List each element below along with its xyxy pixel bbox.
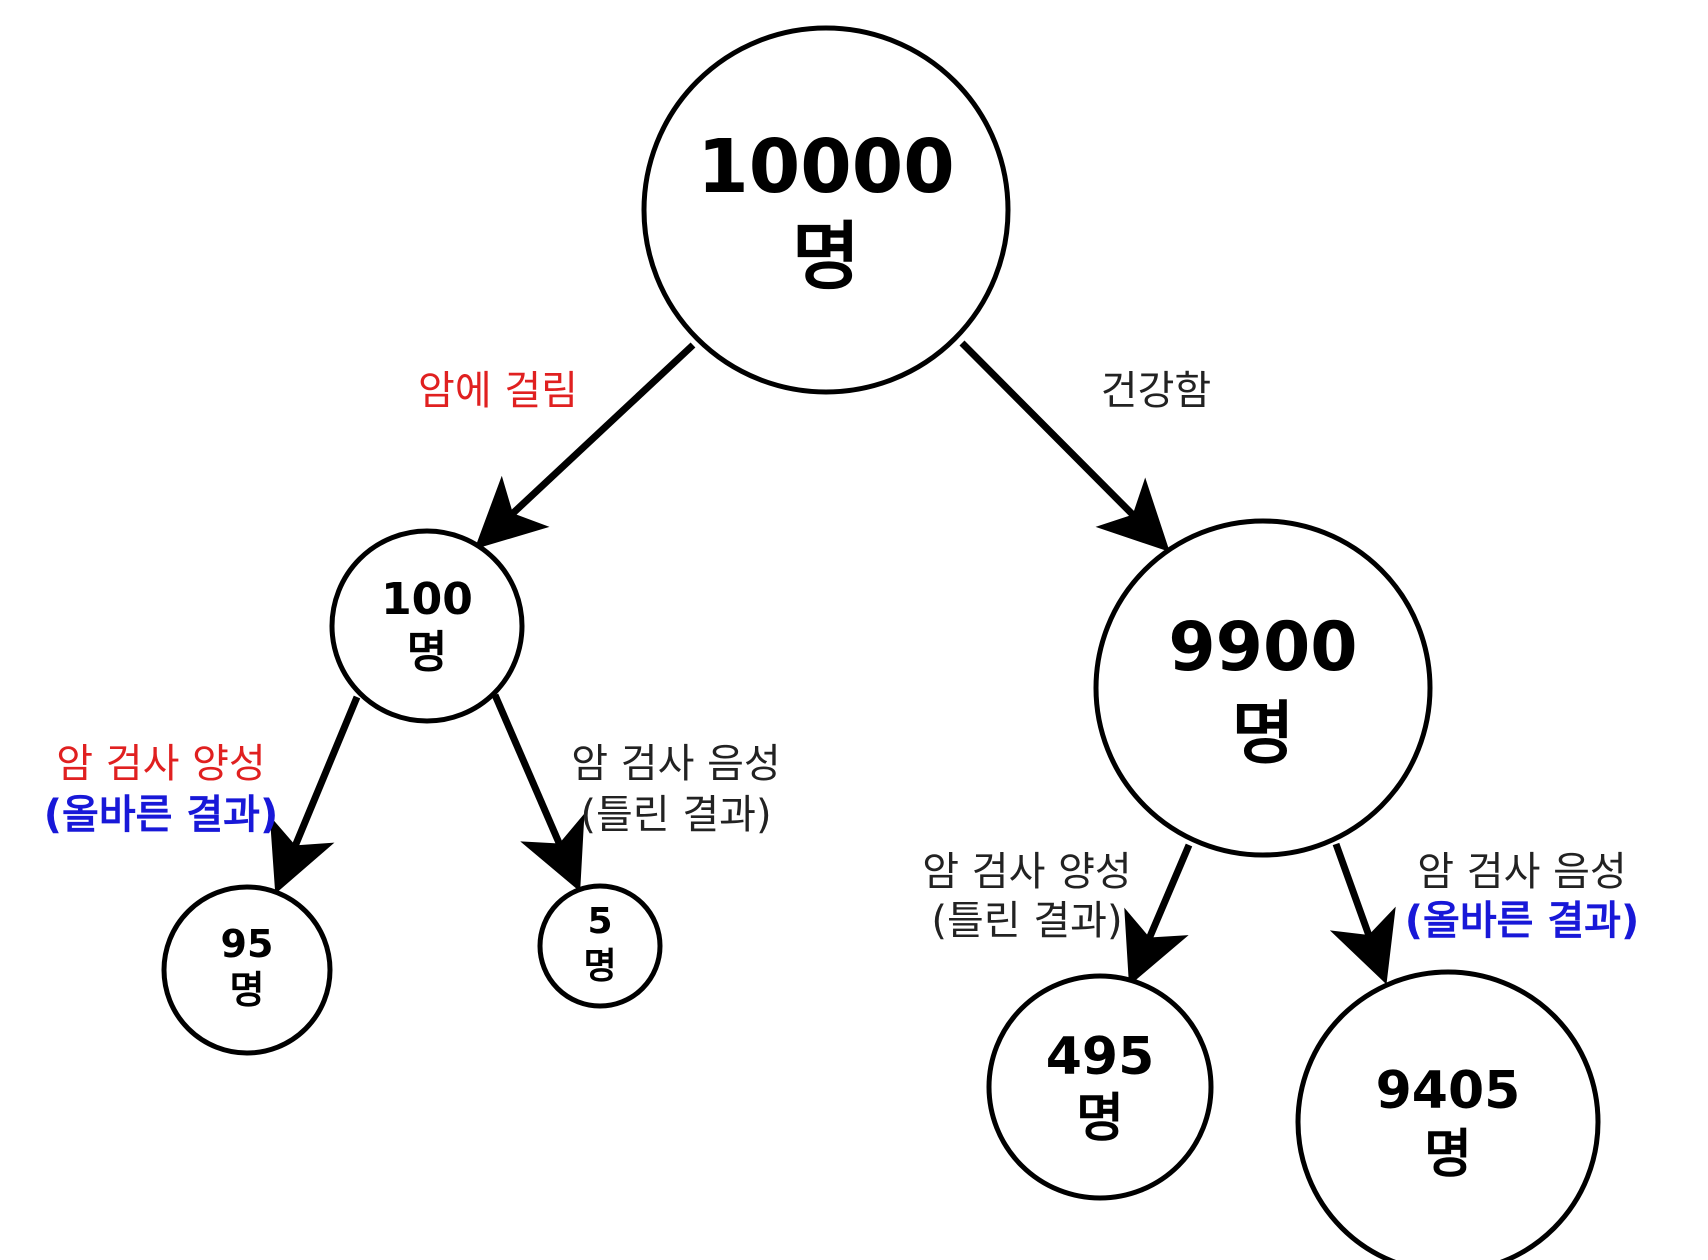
edge-healthy-to-negative (1329, 842, 1396, 985)
label-cancer: 암에 걸림 (418, 368, 578, 414)
node-cancer-negative-value: 5 (587, 901, 612, 942)
edge-cancer-to-negative (491, 693, 585, 892)
node-healthy-unit: 명 (1232, 695, 1295, 774)
label-healthy-positive-note: (틀린 결과) (931, 898, 1122, 944)
node-healthy-positive-unit: 명 (1076, 1089, 1124, 1149)
edge-root-to-healthy (959, 340, 1170, 552)
node-healthy-negative-value: 9405 (1376, 1061, 1521, 1121)
node-cancer: 100 명 (329, 528, 525, 724)
label-healthy-negative: 암 검사 음성 (1417, 849, 1626, 895)
label-healthy-positive: 암 검사 양성 (922, 849, 1131, 895)
label-cancer-negative-note: (틀린 결과) (580, 792, 771, 838)
node-total-circle (641, 25, 1011, 395)
node-cancer-unit: 명 (407, 627, 447, 678)
node-healthy-negative: 9405 명 (1295, 969, 1601, 1260)
node-healthy: 9900 명 (1093, 518, 1433, 858)
label-cancer-negative: 암 검사 음성 (571, 741, 780, 787)
node-total: 10000 명 (641, 25, 1011, 395)
node-healthy-positive-circle (986, 973, 1214, 1201)
node-cancer-negative-unit: 명 (583, 946, 616, 987)
node-healthy-circle (1093, 518, 1433, 858)
node-healthy-positive: 495 명 (986, 973, 1214, 1201)
node-cancer-positive-value: 95 (221, 922, 274, 966)
node-cancer-negative-circle (537, 883, 663, 1009)
node-cancer-value: 100 (381, 574, 473, 625)
node-total-value: 10000 (697, 124, 954, 210)
node-cancer-positive: 95 명 (161, 884, 333, 1056)
label-healthy-negative-note: (올바른 결과) (1405, 898, 1640, 944)
node-cancer-circle (329, 528, 525, 724)
node-healthy-negative-unit: 명 (1424, 1125, 1472, 1185)
node-cancer-positive-circle (161, 884, 333, 1056)
node-healthy-positive-value: 495 (1046, 1027, 1155, 1087)
label-healthy: 건강함 (1101, 368, 1211, 414)
node-healthy-negative-circle (1295, 969, 1601, 1260)
edge-cancer-to-positive (269, 695, 361, 894)
edge-healthy-to-positive (1124, 843, 1193, 986)
node-cancer-negative: 5 명 (537, 883, 663, 1009)
label-cancer-positive: 암 검사 양성 (56, 741, 265, 787)
node-cancer-positive-unit: 명 (230, 968, 265, 1012)
node-total-unit: 명 (792, 214, 860, 300)
label-cancer-positive-note: (올바른 결과) (44, 792, 279, 838)
edge-root-to-cancer (474, 342, 696, 550)
node-healthy-value: 9900 (1168, 608, 1357, 687)
